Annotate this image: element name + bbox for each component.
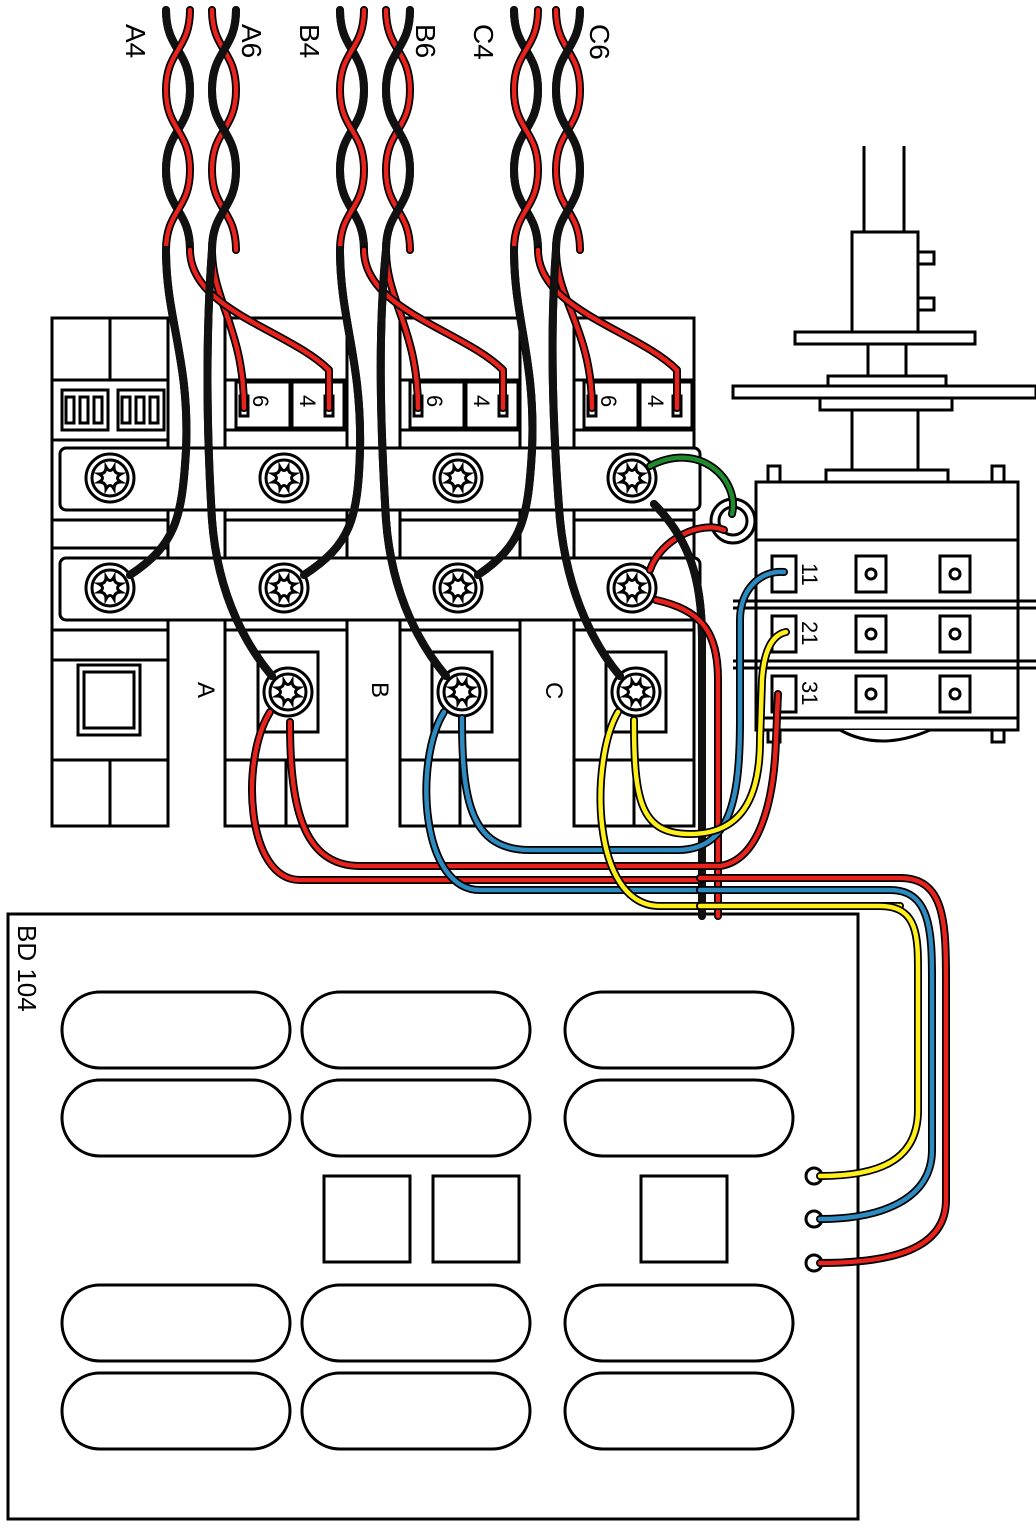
wire-black <box>474 246 537 579</box>
wire-label-c6: C6 <box>584 24 615 60</box>
screw-icon <box>606 562 658 614</box>
wire-red-to-board <box>696 874 950 1267</box>
board-title: BD 104 <box>12 925 42 1012</box>
wire-black <box>376 246 450 680</box>
screw-icons <box>84 452 662 718</box>
terminal-label-6: 6 <box>596 395 621 407</box>
wire-label-b4: B4 <box>294 24 325 58</box>
wire-red-to-terminal-4 <box>360 246 507 412</box>
terminal-labels: 6 4 6 4 6 4 <box>248 395 668 407</box>
board-terminal <box>804 1166 824 1273</box>
wire-red-twisted <box>336 6 368 254</box>
wire-black <box>126 246 191 579</box>
rotary-switch <box>709 146 1036 744</box>
pole-label-c: C <box>540 682 567 699</box>
wire-label-c4: C4 <box>468 24 499 60</box>
screw-icon <box>84 452 136 504</box>
wire-labels: A4 A6 B4 B6 C4 C6 <box>120 24 615 60</box>
component-square <box>322 1174 729 1264</box>
wire-blue-to-board <box>696 886 936 1223</box>
screw-icon <box>432 562 484 614</box>
wires <box>126 6 950 1267</box>
wire-red-feed <box>652 596 722 920</box>
wire-yellow-phase-c <box>596 708 904 910</box>
wire-label-a6: A6 <box>236 24 267 58</box>
contact-label-11: 11 <box>797 563 822 586</box>
screw-icon <box>432 452 484 504</box>
terminal-label-4: 4 <box>469 395 494 407</box>
wire-black-feed <box>650 500 706 920</box>
wire-black-twisted <box>552 6 584 254</box>
wire-black <box>548 246 624 680</box>
wire-red-phase-a <box>286 690 782 870</box>
terminal-label-6: 6 <box>248 395 273 407</box>
screw-icon <box>610 666 662 718</box>
screw-icon <box>84 562 136 614</box>
switch-contact-labels: 11 21 31 <box>797 563 822 705</box>
screw-icon <box>606 452 658 504</box>
relay-oval <box>60 990 795 1451</box>
terminal-label-4: 4 <box>643 395 668 407</box>
wire-yellow-phase-c <box>630 628 790 838</box>
wire-yellow-to-board <box>696 902 923 1180</box>
pole-label-a: A <box>192 682 219 698</box>
pole-label-b: B <box>366 682 393 698</box>
wire-label-a4: A4 <box>120 24 151 58</box>
wire-black <box>300 246 365 579</box>
wire-black-twisted <box>382 6 414 254</box>
control-board: BD 104 <box>6 912 860 1521</box>
contact-label-21: 21 <box>797 621 822 645</box>
wire-red-twisted <box>162 6 194 254</box>
wire-green-jumper <box>646 453 738 518</box>
contact-label-31: 31 <box>797 681 822 705</box>
wire-red-twisted <box>510 6 542 254</box>
wire-red-phase-a <box>248 708 704 884</box>
bus-bar-lower <box>58 556 702 622</box>
screw-icon <box>258 452 310 504</box>
wire-black-twisted <box>208 6 240 254</box>
wire-red-to-terminal-4 <box>534 246 681 412</box>
wire-black <box>203 246 276 680</box>
wire-blue-phase-b <box>422 708 884 894</box>
terminal-label-4: 4 <box>295 395 320 407</box>
screw-icon <box>436 666 488 718</box>
wire-red-to-terminal-4 <box>186 246 333 412</box>
terminal-label-6: 6 <box>422 395 447 407</box>
wire-label-b6: B6 <box>410 24 441 58</box>
screw-icon <box>258 562 310 614</box>
screw-icon <box>262 666 314 718</box>
pole-labels: A B C <box>192 682 567 699</box>
